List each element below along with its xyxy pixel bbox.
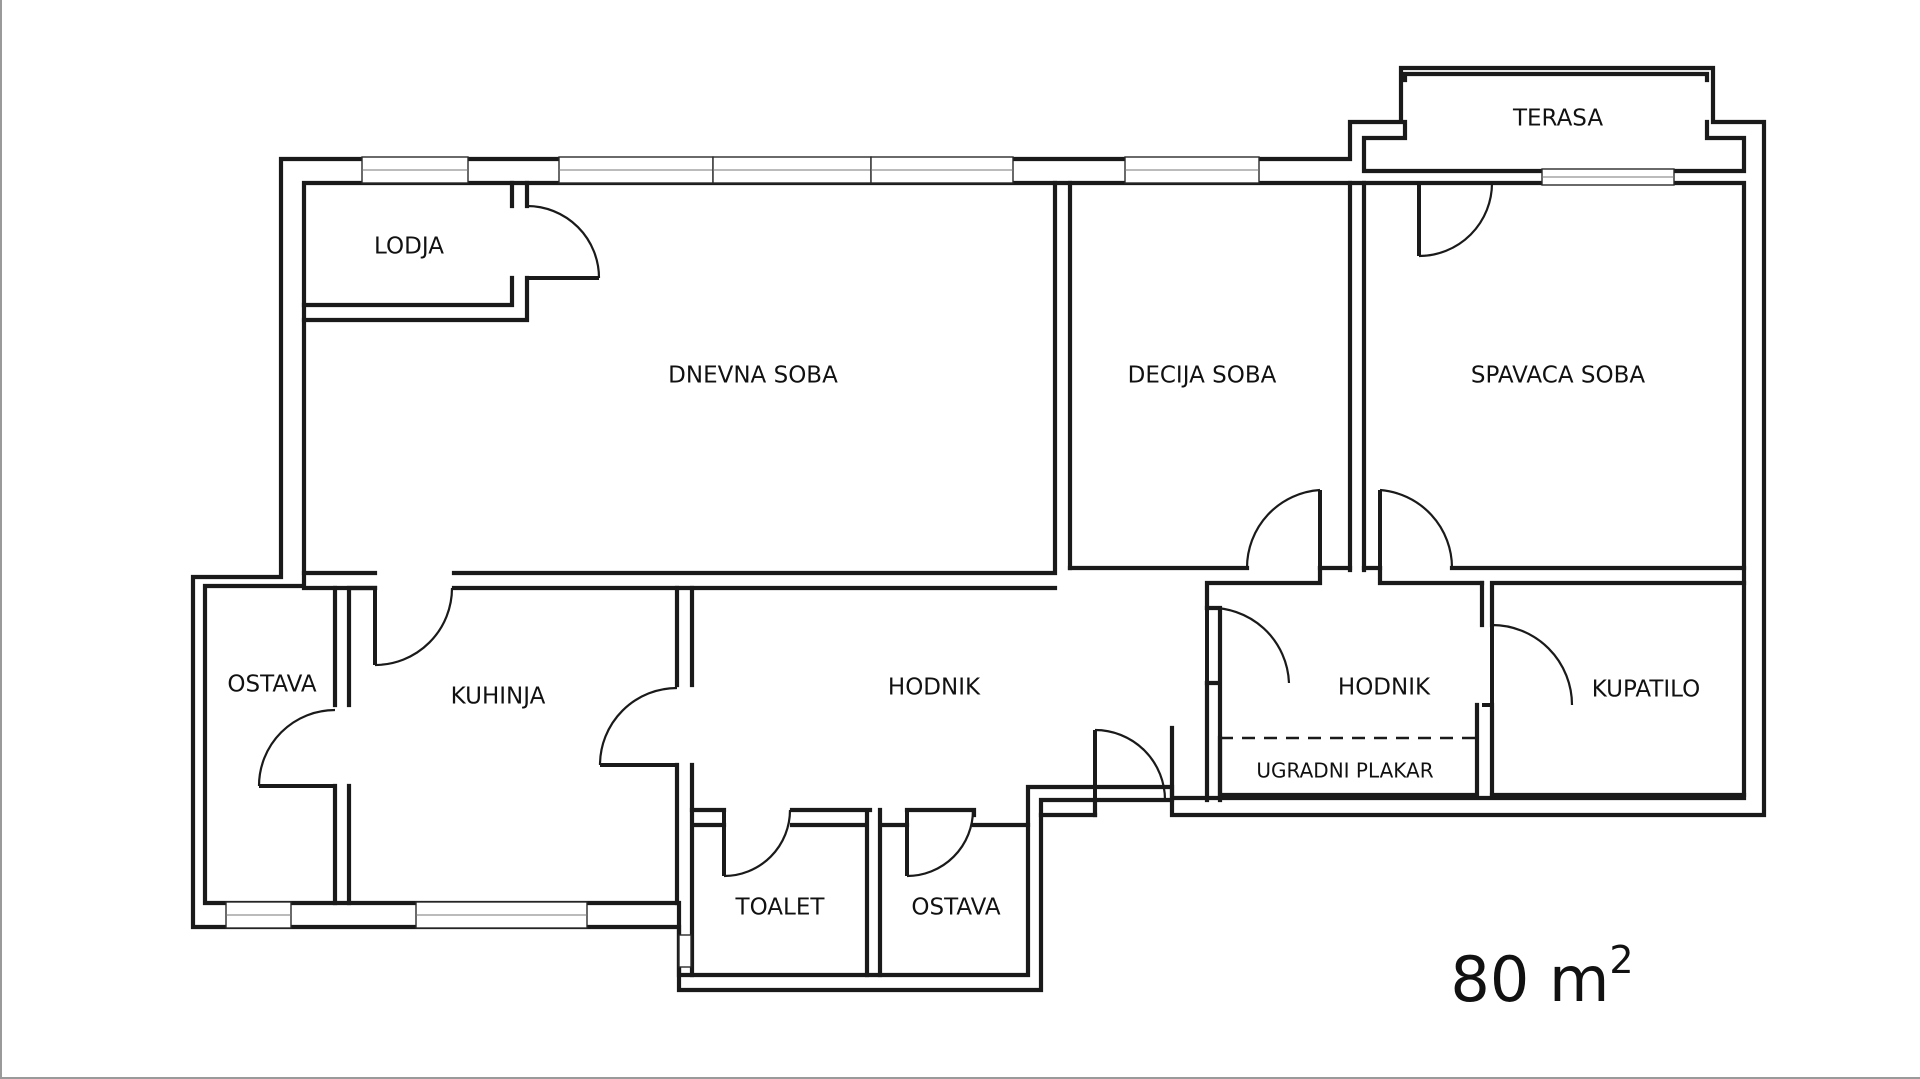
outer-wall-inner-line — [202, 180, 1747, 978]
label-hodnik-main: HODNIK — [888, 675, 981, 701]
label-dnevna-soba: DNEVNA SOBA — [668, 363, 838, 389]
label-kuhinja: KUHINJA — [451, 684, 546, 710]
wall-dnevna-bottom — [301, 570, 1058, 591]
wall-decija-spavaca — [1347, 180, 1367, 573]
total-area-value: 80 m — [1450, 943, 1609, 1016]
label-hodnik-right: HODNIK — [1338, 675, 1431, 701]
label-toalet: TOALET — [735, 895, 826, 921]
wall-kuhinja-hodnik — [674, 585, 695, 906]
label-kupatilo: KUPATILO — [1592, 677, 1701, 703]
label-decija-soba: DECIJA SOBA — [1128, 363, 1277, 389]
label-spavaca-soba: SPAVACA SOBA — [1471, 363, 1645, 389]
wall-ostava-kuhinja — [332, 585, 378, 906]
label-ugradni-plakar: UGRADNI PLAKAR — [1256, 759, 1433, 783]
wall-hodnik-right-top — [1204, 565, 1485, 611]
doors — [257, 182, 1574, 878]
wall-dnevna-right — [451, 180, 1073, 576]
wall-hodnik-end — [1092, 680, 1210, 818]
total-area: 80 m2 — [1450, 938, 1633, 1017]
exterior-walls — [190, 65, 1767, 993]
label-ostava-bottom: OSTAVA — [911, 895, 1000, 921]
wall-hodnik-bottom — [689, 807, 1098, 978]
wall-lodja — [301, 180, 530, 323]
outer-wall-outer-line — [190, 65, 1767, 993]
room-labels: LODJA DNEVNA SOBA DECIJA SOBA SPAVACA SO… — [227, 106, 1700, 921]
windows — [225, 156, 1675, 968]
label-terasa: TERASA — [1512, 106, 1603, 132]
label-lodja: LODJA — [374, 234, 444, 260]
window-toalet — [678, 934, 692, 968]
total-area-unit-sup: 2 — [1609, 938, 1633, 982]
label-ostava-left: OSTAVA — [227, 672, 316, 698]
wall-kupatilo — [1479, 580, 1747, 798]
wall-plakar — [1217, 702, 1495, 798]
interior-walls — [301, 180, 1747, 978]
